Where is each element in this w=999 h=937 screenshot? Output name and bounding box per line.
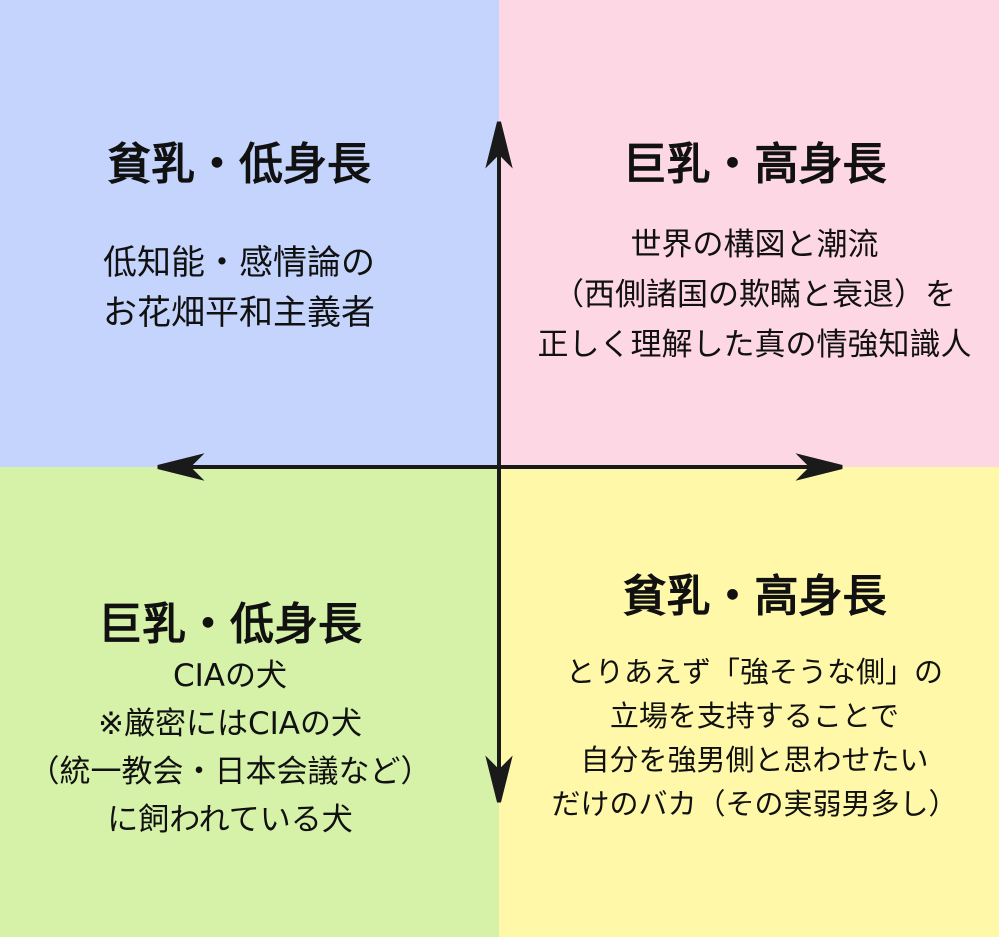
quadrant-title-bottom-right: 貧乳・高身長 bbox=[622, 571, 887, 622]
desc-line: 自分を強男側と思わせたい bbox=[580, 743, 929, 777]
desc-line: ※厳密にはCIAの犬 bbox=[98, 706, 362, 742]
arrow-up-icon bbox=[485, 121, 513, 169]
quadrant-bottom-left bbox=[0, 467, 499, 937]
desc-line: に飼われている犬 bbox=[107, 802, 353, 838]
desc-line: 世界の構図と潮流 bbox=[630, 227, 879, 263]
desc-line: 正しく理解した真の情強知識人 bbox=[537, 327, 972, 363]
desc-line: お花畑平和主義者 bbox=[103, 293, 375, 333]
quadrant-title-bottom-left: 巨乳・低身長 bbox=[98, 599, 362, 650]
arrow-right-icon bbox=[795, 453, 843, 481]
desc-line: 立場を支持することで bbox=[609, 699, 900, 733]
quadrant-title-top-left: 貧乳・低身長 bbox=[107, 139, 371, 190]
quadrant-top-left bbox=[0, 0, 499, 467]
desc-line: CIAの犬 bbox=[173, 658, 287, 694]
quadrant-top-right bbox=[499, 0, 999, 467]
arrow-down-icon bbox=[485, 755, 513, 803]
quadrant-bottom-right bbox=[499, 467, 999, 937]
quadrant-desc-bottom-right: とりあえず「強そうな側」の 立場を支持することで 自分を強男側と思わせたい だけ… bbox=[510, 650, 999, 826]
arrow-left-icon bbox=[157, 453, 205, 481]
quadrant-title-top-right: 巨乳・高身長 bbox=[622, 139, 887, 190]
desc-line: （統一教会・日本会議など） bbox=[28, 754, 432, 790]
quadrant-desc-bottom-left: CIAの犬 ※厳密にはCIAの犬 （統一教会・日本会議など） に飼われている犬 bbox=[0, 652, 460, 844]
quadrant-desc-top-left: 低知能・感情論の お花畑平和主義者 bbox=[0, 238, 478, 338]
desc-line: 低知能・感情論の bbox=[103, 243, 375, 283]
quadrant-desc-top-right: 世界の構図と潮流 （西側諸国の欺瞞と衰退）を 正しく理解した真の情強知識人 bbox=[510, 220, 999, 370]
desc-line: （西側諸国の欺瞞と衰退）を bbox=[553, 277, 956, 313]
desc-line: とりあえず「強そうな側」の bbox=[565, 655, 943, 689]
desc-line: だけのバカ（その実弱男多し） bbox=[551, 787, 958, 821]
